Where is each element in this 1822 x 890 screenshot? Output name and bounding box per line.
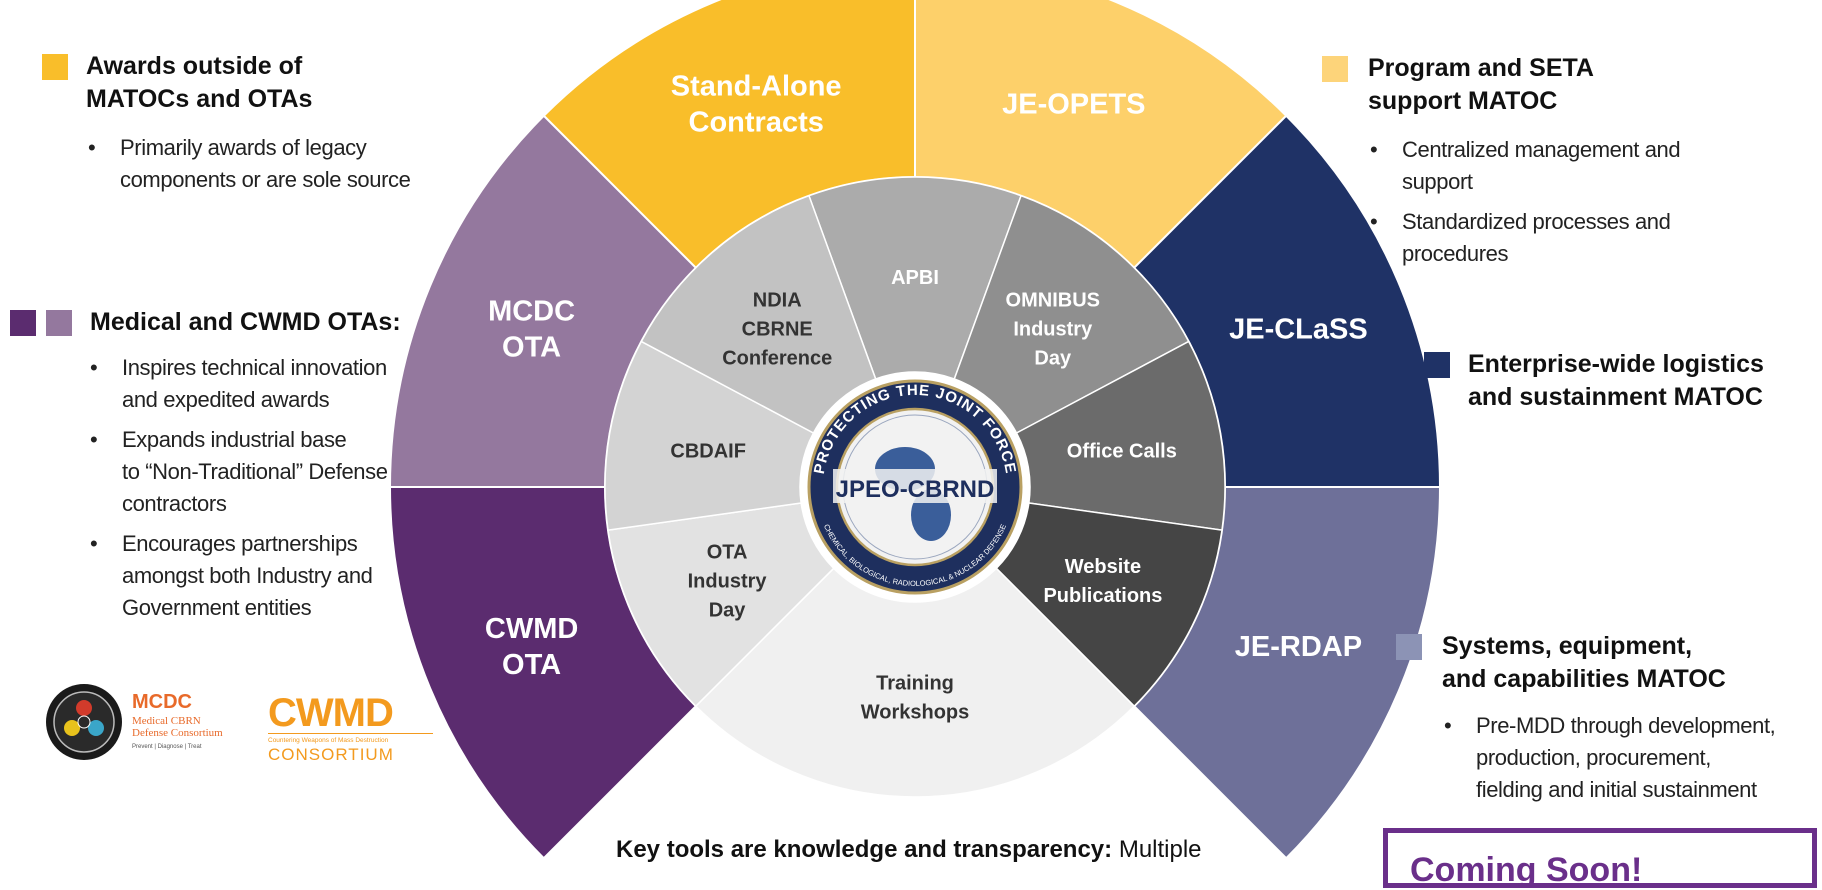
program-bullet-line: procedures — [1402, 241, 1509, 266]
inner-label-office: Office Calls — [1067, 441, 1177, 463]
cwmd-logo-consortium: CONSORTIUM — [268, 745, 394, 764]
mcdc-logo: MCDC Medical CBRN Defense Consortium Pre… — [46, 684, 223, 760]
systems-title-line2: and capabilities MATOC — [1442, 665, 1726, 693]
systems-title-line1: Systems, equipment, — [1442, 632, 1693, 660]
bottom-caption-rest: Multiple — [1112, 836, 1202, 863]
cwmd-logo-sub: Countering Weapons of Mass Destruction — [268, 737, 389, 744]
medical-bullet-line: Expands industrial base — [122, 427, 347, 452]
systems-bullets: Pre-MDD through development, production,… — [1442, 710, 1822, 814]
systems-bullet-line: production, procurement, — [1476, 745, 1711, 770]
systems-bullet-line: Pre-MDD through development, — [1476, 713, 1776, 738]
program-title-line2: support MATOC — [1368, 87, 1558, 115]
awards-title-line2: MATOCs and OTAs — [86, 85, 313, 113]
medical-bullet-line: Government entities — [122, 595, 312, 620]
medical-bullet: Inspires technical innovation and expedi… — [88, 352, 468, 416]
inner-label-cbdaif: CBDAIF — [670, 441, 746, 463]
seal-center-text: JPEO-CBRND — [836, 476, 995, 503]
inner-label-apbi: APBI — [891, 267, 939, 289]
awards-title-line1: Awards outside of — [86, 52, 303, 80]
systems-title: Systems, equipment, and capabilities MAT… — [1442, 630, 1726, 696]
mcdc-logo-sub1: Medical CBRN — [132, 715, 201, 727]
outer-label-jeclass: JE-CLaSS — [1229, 313, 1368, 345]
medical-bullet-line: and expedited awards — [122, 387, 330, 412]
awards-title: Awards outside of MATOCs and OTAs — [86, 50, 312, 116]
awards-bullet: Primarily awards of legacy components or… — [86, 132, 506, 196]
medical-bullet-line: Inspires technical innovation — [122, 355, 387, 380]
medical-bullet-line: amongst both Industry and — [122, 563, 373, 588]
coming-soon-text: Coming Soon! — [1410, 851, 1643, 889]
systems-swatch — [1396, 634, 1422, 660]
enterprise-swatch — [1424, 352, 1450, 378]
cwmd-logo: CWMD Countering Weapons of Mass Destruct… — [268, 691, 433, 764]
seal-center-band — [833, 469, 997, 503]
systems-bullet-line: fielding and initial sustainment — [1476, 777, 1757, 802]
awards-bullet-line: Primarily awards of legacy — [120, 135, 367, 160]
mcdc-logo-sub2: Defense Consortium — [132, 727, 223, 739]
medical-bullets: Inspires technical innovation and expedi… — [88, 352, 468, 632]
awards-bullet-line: components or are sole source — [120, 167, 411, 192]
program-title: Program and SETA support MATOC — [1368, 52, 1594, 118]
enterprise-title-line2: and sustainment MATOC — [1468, 383, 1763, 411]
outer-label-jerdap: JE-RDAP — [1235, 631, 1362, 663]
program-bullet-line: support — [1402, 169, 1473, 194]
bottom-caption-bold: Key tools are knowledge and transparency… — [616, 836, 1113, 863]
program-bullet-line: Standardized processes and — [1402, 209, 1671, 234]
enterprise-title-line1: Enterprise-wide logistics — [1468, 350, 1764, 378]
medical-bullet-line: to “Non-Traditional” Defense — [122, 459, 388, 484]
awards-bullets: Primarily awards of legacy components or… — [86, 132, 506, 204]
medical-bullet: Expands industrial base to “Non-Traditio… — [88, 424, 468, 520]
bottom-caption: Key tools are knowledge and transparency… — [616, 836, 1202, 864]
program-bullet: Standardized processes and procedures — [1368, 206, 1768, 270]
coming-soon-box: Coming Soon! — [1383, 828, 1817, 889]
medical-bullet-line: Encourages partnerships — [122, 531, 358, 556]
program-swatch — [1322, 56, 1348, 82]
systems-bullet: Pre-MDD through development, production,… — [1442, 710, 1822, 806]
mcdc-logo-tag: Prevent | Diagnose | Treat — [132, 744, 202, 750]
program-title-line1: Program and SETA — [1368, 54, 1594, 82]
medical-swatch-dark — [10, 310, 36, 336]
medical-bullet-line: contractors — [122, 491, 227, 516]
program-bullets: Centralized management and support Stand… — [1368, 134, 1768, 278]
outer-label-jeopets: JE-OPETS — [1002, 89, 1145, 121]
medical-swatch-light — [46, 310, 72, 336]
medical-bullet: Encourages partnerships amongst both Ind… — [88, 528, 468, 624]
cwmd-logo-name: CWMD — [268, 691, 393, 735]
program-bullet: Centralized management and support — [1368, 134, 1768, 198]
awards-swatch — [42, 54, 68, 80]
medical-title: Medical and CWMD OTAs: — [90, 308, 401, 336]
enterprise-title: Enterprise-wide logistics and sustainmen… — [1468, 348, 1764, 414]
mcdc-logo-name: MCDC — [132, 691, 192, 713]
inner-segment-apbi — [808, 176, 1022, 380]
program-bullet-line: Centralized management and — [1402, 137, 1681, 162]
